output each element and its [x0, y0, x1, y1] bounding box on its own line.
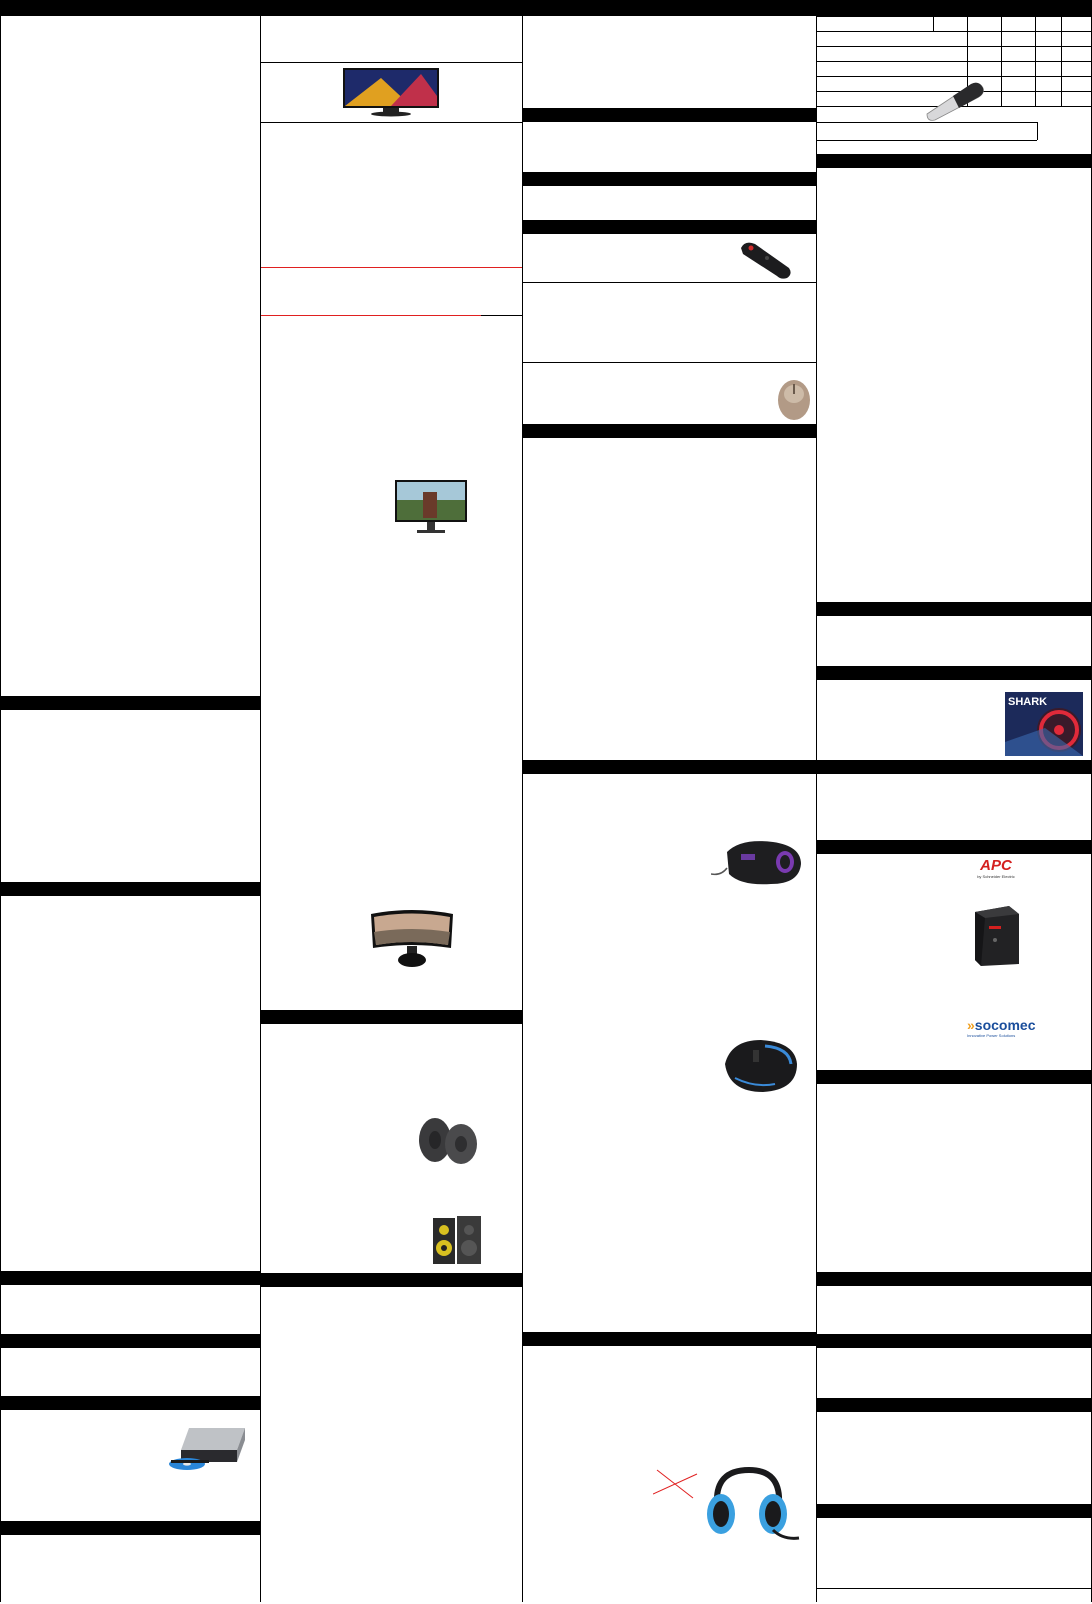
divider [817, 122, 1037, 123]
section-bar [523, 220, 817, 234]
monitor-icon [343, 68, 439, 117]
section-bar [523, 1332, 817, 1346]
section-bar [523, 172, 817, 186]
gaming-mouse-rgb-image [715, 1034, 801, 1096]
curved-monitor-image [367, 906, 457, 968]
presenter-image [735, 238, 795, 282]
apc-ups-image [967, 904, 1021, 968]
usb-drive-icon [926, 82, 984, 121]
shark-logo-text: SHARK [1008, 696, 1047, 708]
divider [481, 315, 523, 316]
asus-monitor-image [341, 66, 441, 118]
presenter-icon [741, 242, 791, 279]
grid-row-line [817, 91, 1092, 92]
grid-row-line [817, 16, 1092, 17]
apc-logo-tagline: by Schneider Electric [977, 874, 1015, 879]
mouse-icon [725, 1040, 797, 1092]
divider [817, 1588, 1092, 1589]
grid-row-line [817, 76, 1092, 77]
headset-icon [653, 1466, 800, 1540]
bluetooth-speakers-image [413, 1114, 483, 1166]
grid-col-line [1001, 16, 1002, 106]
socomec-swoosh-icon: » [967, 1017, 975, 1033]
optical-drive-icon [169, 1428, 245, 1470]
mouse-icon [711, 841, 801, 885]
section-bar [817, 1272, 1092, 1286]
divider-vertical [816, 1250, 817, 1262]
mouse-icon [778, 380, 810, 420]
divider [817, 140, 1037, 141]
socomec-logo-word: socomec [974, 1017, 1036, 1033]
socomec-logo: »socomec Innovative Power Solutions [967, 1018, 1047, 1040]
column-1 [0, 16, 260, 1602]
strike-line [261, 267, 523, 268]
monitor-icon [395, 480, 467, 533]
grid-row-line [817, 46, 1092, 47]
section-bar [523, 424, 817, 438]
strike-line [261, 315, 481, 316]
section-bar [817, 760, 1092, 774]
grid-col-line [967, 16, 968, 106]
section-bar [817, 1504, 1092, 1518]
socomec-logo-tagline: Innovative Power Solutions [967, 1033, 1016, 1038]
section-bar [817, 840, 1092, 854]
divider [523, 282, 817, 283]
column-4: SHARK APC by Schneider Electric »socomec… [816, 16, 1092, 1602]
grid-col-line [933, 16, 934, 31]
apc-logo-mark: APC [980, 857, 1012, 874]
grid-col-line [1035, 16, 1036, 106]
section-bar [261, 1010, 523, 1024]
divider-vertical [522, 600, 523, 620]
grid-col-line [1061, 16, 1062, 106]
top-black-bar [0, 0, 1092, 16]
shark-fan-box-image: SHARK [1005, 692, 1083, 756]
speaker-icon [433, 1216, 481, 1264]
socomec-logo-mark: »socomec [967, 1018, 1047, 1032]
section-bar [817, 602, 1092, 616]
apc-logo: APC by Schneider Electric [969, 858, 1023, 886]
section-bar [1, 1521, 260, 1535]
fan-box-icon: SHARK [1005, 692, 1083, 756]
bookshelf-speakers-image [431, 1212, 483, 1268]
ups-icon [975, 906, 1019, 966]
grid-row-line [817, 31, 1092, 32]
section-bar [523, 108, 817, 122]
section-bar [1, 696, 260, 710]
section-bar [1, 1396, 260, 1410]
dvd-writer-image [167, 1424, 247, 1474]
divider [261, 62, 523, 63]
gaming-mouse-image [711, 834, 805, 890]
section-bar [817, 666, 1092, 680]
gaming-headset-image [653, 1464, 803, 1544]
column-2 [260, 16, 523, 1602]
section-bar [1, 1271, 260, 1285]
section-bar [523, 760, 817, 774]
section-bar [817, 1070, 1092, 1084]
section-bar [1, 1334, 260, 1348]
grid-row-line [817, 61, 1092, 62]
flat-monitor-image [393, 478, 469, 536]
divider [261, 122, 523, 123]
section-bar [261, 1273, 523, 1287]
usb-drive-image [923, 78, 987, 122]
divider-vertical [1037, 122, 1038, 140]
divider [523, 362, 817, 363]
section-bar [817, 1334, 1092, 1348]
wireless-mouse-image [775, 378, 813, 422]
section-bar [817, 1398, 1092, 1412]
speaker-icon [419, 1118, 477, 1164]
column-3 [522, 16, 817, 1602]
section-bar [817, 154, 1092, 168]
section-bar [1, 882, 260, 896]
curved-monitor-icon [371, 910, 453, 967]
